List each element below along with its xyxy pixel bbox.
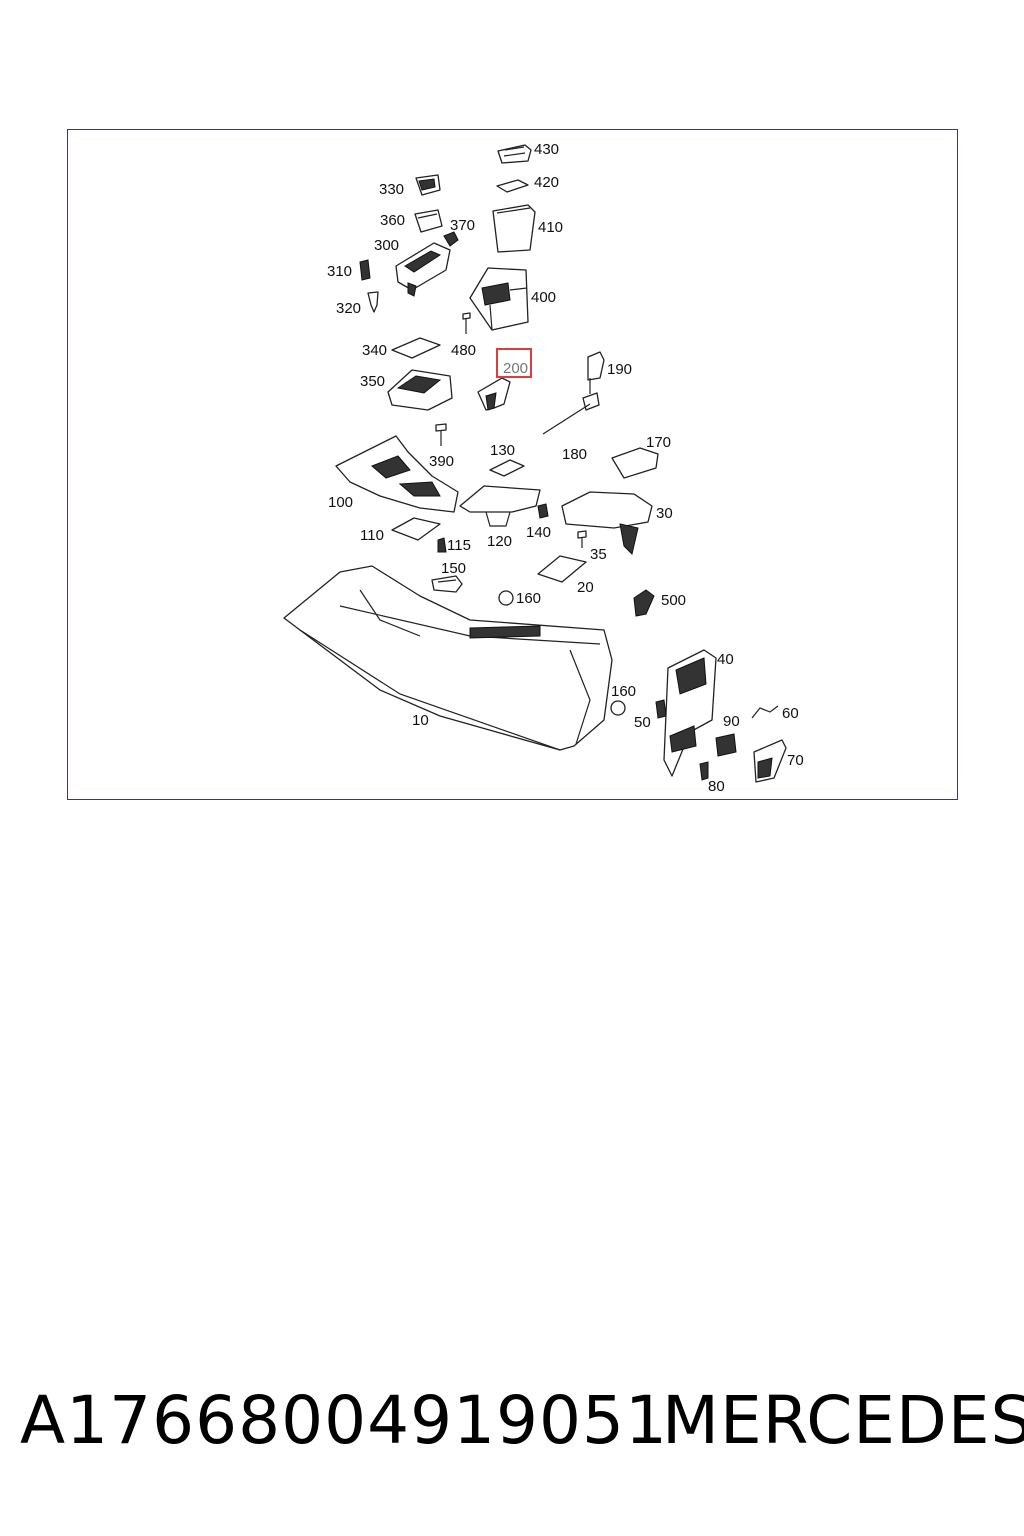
- part-90[interactable]: [715, 733, 737, 757]
- callout-30[interactable]: 30: [656, 505, 673, 522]
- callout-10[interactable]: 10: [412, 712, 429, 729]
- part-60[interactable]: [751, 705, 779, 719]
- part-10[interactable]: [283, 565, 613, 751]
- callout-310[interactable]: 310: [327, 263, 352, 280]
- part-70[interactable]: [753, 739, 787, 783]
- callout-170[interactable]: 170: [646, 434, 671, 451]
- part-160-lower[interactable]: [610, 700, 626, 716]
- part-320[interactable]: [367, 291, 379, 313]
- part-30[interactable]: [561, 491, 653, 555]
- part-480[interactable]: [462, 312, 471, 334]
- part-150[interactable]: [431, 575, 463, 593]
- callout-150[interactable]: 150: [441, 560, 466, 577]
- callout-160-upper[interactable]: 160: [516, 590, 541, 607]
- callout-430[interactable]: 430: [534, 141, 559, 158]
- callout-60[interactable]: 60: [782, 705, 799, 722]
- callout-360[interactable]: 360: [380, 212, 405, 229]
- part-160-upper[interactable]: [498, 590, 514, 606]
- part-100[interactable]: [335, 435, 459, 513]
- part-170[interactable]: [611, 447, 659, 479]
- callout-320[interactable]: 320: [336, 300, 361, 317]
- callout-370[interactable]: 370: [450, 217, 475, 234]
- callout-500[interactable]: 500: [661, 592, 686, 609]
- part-120[interactable]: [459, 485, 541, 527]
- callout-140[interactable]: 140: [526, 524, 551, 541]
- callout-180[interactable]: 180: [562, 446, 587, 463]
- callout-200[interactable]: 200: [503, 360, 528, 377]
- part-400[interactable]: [469, 267, 529, 331]
- callout-480[interactable]: 480: [451, 342, 476, 359]
- callout-390[interactable]: 390: [429, 453, 454, 470]
- part-200[interactable]: [477, 377, 511, 411]
- callout-120[interactable]: 120: [487, 533, 512, 550]
- callout-35[interactable]: 35: [590, 546, 607, 563]
- part-130[interactable]: [489, 459, 525, 477]
- part-number: A17668004919051: [20, 1382, 669, 1459]
- part-310[interactable]: [359, 259, 371, 281]
- callout-300[interactable]: 300: [374, 237, 399, 254]
- callout-labels: 430 420 330 360 370 410 300 310 400 320 …: [327, 141, 804, 795]
- callout-50[interactable]: 50: [634, 714, 651, 731]
- callout-410[interactable]: 410: [538, 219, 563, 236]
- highlight-box: [496, 348, 532, 378]
- part-330[interactable]: [415, 174, 441, 196]
- part-50[interactable]: [655, 699, 667, 719]
- callout-115[interactable]: 115: [447, 537, 471, 554]
- part-20[interactable]: [537, 555, 587, 583]
- callout-80[interactable]: 80: [708, 778, 725, 795]
- part-360[interactable]: [414, 209, 443, 233]
- callout-130[interactable]: 130: [490, 442, 515, 459]
- callout-90[interactable]: 90: [723, 713, 740, 730]
- part-300[interactable]: [395, 242, 451, 297]
- part-430[interactable]: [497, 144, 532, 164]
- part-410[interactable]: [492, 204, 536, 253]
- part-110[interactable]: [391, 517, 441, 541]
- callout-420[interactable]: 420: [534, 174, 559, 191]
- part-350[interactable]: [387, 369, 453, 411]
- part-115[interactable]: [437, 537, 447, 553]
- callout-40[interactable]: 40: [717, 651, 734, 668]
- part-500[interactable]: [633, 589, 655, 617]
- callout-20[interactable]: 20: [577, 579, 594, 596]
- part-80[interactable]: [699, 761, 709, 781]
- callout-340[interactable]: 340: [362, 342, 387, 359]
- part-180[interactable]: [542, 403, 591, 435]
- part-340[interactable]: [391, 337, 441, 359]
- part-370[interactable]: [443, 231, 459, 247]
- part-35[interactable]: [577, 530, 587, 548]
- callout-190[interactable]: 190: [607, 361, 632, 378]
- brand-name: MERCEDES: [662, 1382, 1024, 1459]
- callout-330[interactable]: 330: [379, 181, 404, 198]
- callout-70[interactable]: 70: [787, 752, 804, 769]
- part-190[interactable]: [582, 351, 605, 411]
- callout-100[interactable]: 100: [328, 494, 353, 511]
- part-140[interactable]: [537, 503, 549, 519]
- callout-160-lower[interactable]: 160: [611, 683, 636, 700]
- part-40[interactable]: [663, 649, 717, 777]
- callout-400[interactable]: 400: [531, 289, 556, 306]
- part-420[interactable]: [496, 179, 529, 193]
- callout-110[interactable]: 110: [360, 527, 384, 544]
- part-390[interactable]: [435, 423, 447, 446]
- callout-350[interactable]: 350: [360, 373, 385, 390]
